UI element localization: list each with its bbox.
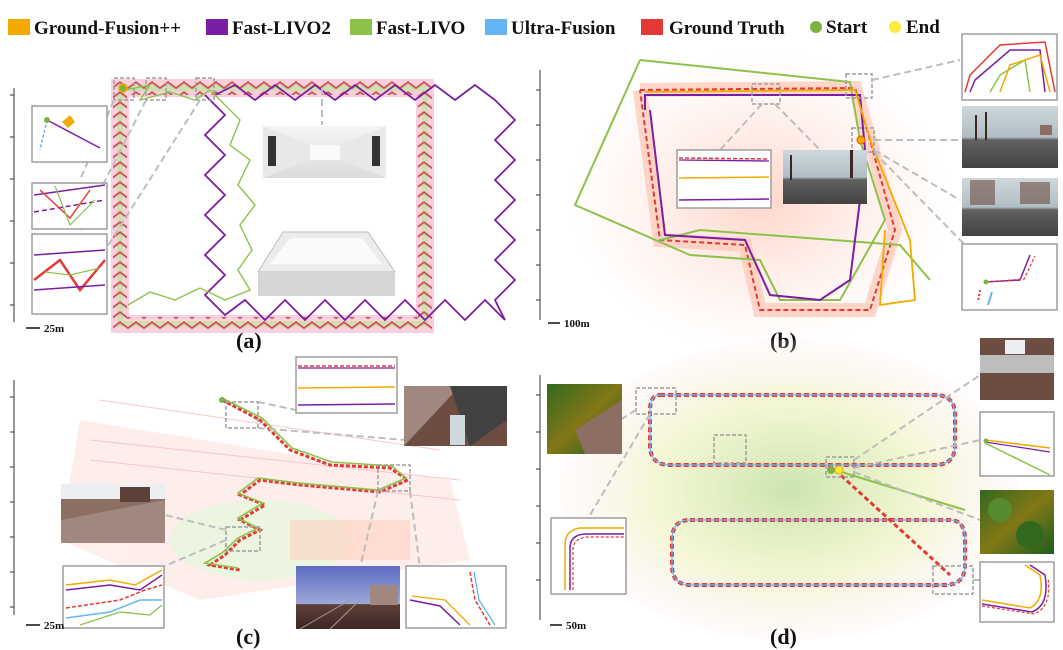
panel-a-corridor-image	[263, 126, 386, 178]
legend-label-ground-fusion: Ground-Fusion++	[34, 18, 181, 39]
panel-d-inset-corner	[550, 517, 627, 595]
panel-b-inset-parallel	[676, 149, 772, 209]
legend-label-end: End	[906, 17, 940, 38]
legend-label-ground-truth: Ground Truth	[669, 18, 785, 39]
panel-c-scale-label: 25m	[44, 620, 64, 632]
legend-swatch-ground-truth	[641, 19, 663, 35]
panel-a: 25m (a)	[10, 77, 517, 353]
panel-c-hillside-image	[61, 484, 165, 543]
panel-d-aerial-image-2	[980, 338, 1054, 400]
panel-b-inset-start	[961, 243, 1058, 311]
panel-a-inset-3	[31, 233, 108, 315]
panel-b-scale-label: 100m	[564, 318, 590, 330]
panel-c-ground-truth-trajectory	[206, 398, 412, 572]
panel-c-zoom-boxes	[225, 401, 411, 552]
panel-b-axis	[536, 70, 541, 320]
panel-d-scale-bar: 50m	[550, 620, 586, 632]
panel-d-connector-trajectory	[833, 468, 952, 577]
panel-b-road-image-3	[783, 150, 867, 204]
panel-c-callout-lines	[159, 401, 421, 569]
panel-c-label: (c)	[236, 624, 260, 649]
panel-d-label: (d)	[770, 624, 797, 649]
panel-d-aerial-image-1	[547, 384, 622, 454]
legend-label-ultra-fusion: Ultra-Fusion	[511, 18, 616, 39]
panel-d-start-marker	[827, 466, 835, 474]
panel-a-inset-2	[31, 182, 108, 230]
panel-d: 50m (d)	[536, 338, 1055, 649]
panel-b-road-image-1	[962, 106, 1058, 168]
panel-a-scale-bar: 25m	[26, 323, 64, 335]
panel-a-inset-1	[31, 105, 108, 163]
panel-d-scale-label: 50m	[566, 620, 586, 632]
panel-b-scale-bar: 100m	[548, 318, 590, 330]
legend: Ground-Fusion++ Fast-LIVO2 Fast-LIVO Ult…	[8, 17, 940, 39]
panel-b: 100m (b)	[536, 33, 1058, 353]
panel-d-inset-start	[979, 411, 1055, 477]
panel-d-ground-truth-trajectory	[648, 393, 967, 587]
panel-d-aerial-image-3	[980, 490, 1054, 554]
panel-a-scale-label: 25m	[44, 323, 64, 335]
panel-b-fast-livo2-trajectory	[644, 94, 867, 302]
panel-c-stairs-image	[404, 386, 507, 446]
panel-d-end-marker	[834, 465, 844, 475]
panel-c-axis	[10, 380, 15, 615]
panel-d-inset-turn	[979, 561, 1055, 623]
panel-a-axis	[10, 88, 15, 322]
panel-d-axis	[536, 375, 541, 620]
panel-a-start-marker	[118, 83, 128, 93]
panel-b-start-marker	[856, 135, 866, 145]
panel-b-road-image-2	[962, 178, 1058, 236]
panel-c-inset-curves	[62, 565, 165, 629]
panel-a-label: (a)	[236, 328, 262, 353]
panel-c-start-marker	[219, 397, 225, 403]
panel-d-callout-lines	[589, 374, 981, 581]
legend-swatch-fast-livo	[350, 19, 372, 35]
panel-a-fast-livo-trajectory	[124, 83, 256, 306]
panel-a-fast-livo2-trajectory	[203, 83, 517, 322]
panel-a-building-model-image	[257, 231, 396, 296]
panel-b-inset-turn	[961, 33, 1058, 101]
panel-a-zoom-boxes	[113, 77, 215, 101]
panel-c-inset-turn	[405, 565, 507, 629]
panel-c: 25m (c)	[10, 356, 507, 649]
legend-marker-start	[810, 21, 822, 33]
panel-d-point-cloud	[560, 340, 1020, 640]
panel-b-callout-lines	[719, 59, 966, 246]
legend-swatch-fast-livo2	[206, 19, 228, 35]
legend-marker-end	[889, 21, 901, 33]
panel-b-ground-fusion-trajectory	[644, 89, 916, 307]
legend-swatch-ultra-fusion	[485, 19, 507, 35]
legend-label-fast-livo: Fast-LIVO	[376, 18, 465, 39]
panel-c-fast-livo-trajectory	[202, 397, 408, 569]
legend-label-start: Start	[826, 17, 868, 38]
panel-c-railway-image	[296, 566, 400, 630]
legend-swatch-ground-fusion	[8, 19, 30, 35]
panel-c-inset-parallel	[295, 356, 398, 414]
panel-c-scale-bar: 25m	[26, 620, 64, 632]
legend-label-fast-livo2: Fast-LIVO2	[232, 18, 331, 39]
